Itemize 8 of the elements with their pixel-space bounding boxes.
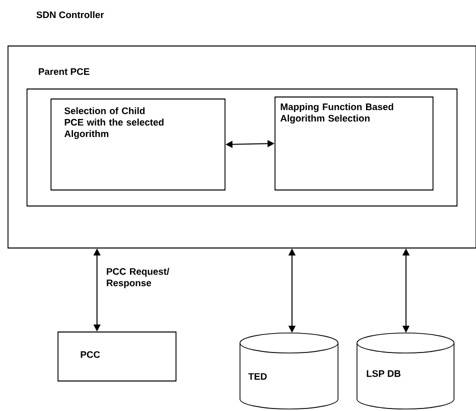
process-box: Mapping Function Based Algorithm Selection — [274, 96, 434, 190]
node-label: Parent PCE — [38, 68, 90, 75]
process-box: Selection of Child PCE with the selected Algorithm — [50, 98, 226, 190]
database-cylinder: TED — [240, 332, 338, 410]
database-cylinder: LSP DB — [356, 332, 454, 410]
pcc-box: PCC — [58, 332, 176, 382]
edge-label: PCC Request/ Response — [106, 268, 170, 288]
node-label: SDN Controller — [36, 11, 104, 18]
